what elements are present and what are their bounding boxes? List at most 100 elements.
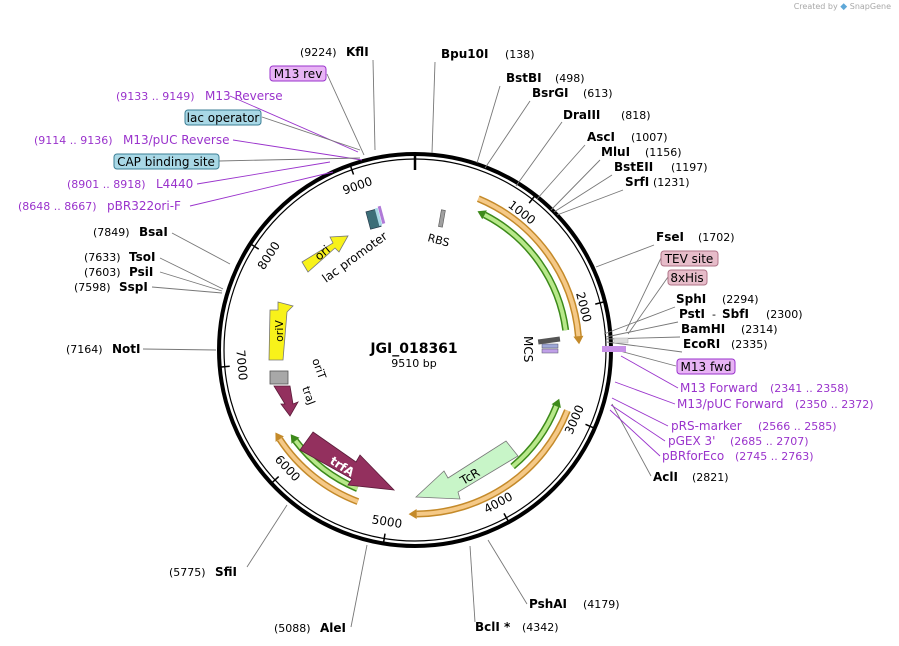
site-bsrgi[interactable]: BsrGI (613) [532,86,613,100]
box-m13-rev[interactable]: M13 rev [269,65,327,82]
primer-m13-forward[interactable]: M13 Forward (2341 .. 2358) [680,381,849,395]
site-ecori[interactable]: EcoRI (2335) [683,337,768,351]
primer-pgex3[interactable]: pGEX 3' (2685 .. 2707) [668,434,809,448]
site-psti-sbfi[interactable]: PstI - SbfI (2300) [679,307,803,321]
primer-m13-reverse-range: (9133 .. 9149) [116,90,195,103]
box-lac-operator[interactable]: lac operator [184,109,262,126]
MCS-label: MCS [521,336,535,362]
site-sspi-name: SspI [119,280,148,294]
tick-2000 [595,300,606,305]
orf-inner-left-head [290,434,300,444]
leader-line [515,121,563,187]
site-pshai-pos: (4179) [583,598,620,611]
primer-prs-marker[interactable]: pRS-marker (2566 .. 2585) [671,419,837,433]
site-mlui[interactable]: MluI (1156) [601,145,682,159]
site-noti-name: NotI [112,342,141,356]
site-sbfi-name: SbfI [722,307,749,321]
primer-pbr322ori-f-range: (8648 .. 8667) [18,200,97,213]
site-bamhi[interactable]: BamHI (2314) [681,322,778,336]
leader-line [625,257,662,332]
primer-m13puc-reverse-range: (9114 .. 9136) [34,134,113,147]
site-pshai[interactable]: PshAI (4179) [529,597,620,611]
MCS-m13fwd-mark [541,348,559,354]
site-fsei[interactable]: FseI (1702) [656,230,735,244]
box-8xhis[interactable]: 8xHis [667,269,708,286]
primer-pbrforeco-range: (2745 .. 2763) [735,450,814,463]
box-cap-binding-site-bg [113,153,220,170]
site-alei[interactable]: (5088) AleI [274,621,346,635]
snapgene-logo-icon: ◆ [840,2,848,12]
primer-m13puc-reverse[interactable]: (9114 .. 9136) M13/pUC Reverse [34,133,230,147]
site-sphi[interactable]: SphI (2294) [676,292,759,306]
site-bsteii[interactable]: BstEII (1197) [614,160,708,174]
oriV-arrow [268,301,294,361]
site-psii[interactable]: (7603) PsiI [84,265,153,279]
site-bsrgi-name: BsrGI [532,86,569,100]
site-bsai[interactable]: (7849) BsaI [93,225,168,239]
site-kfli-name: KflI [346,45,369,59]
primer-pgex3-range: (2685 .. 2707) [730,435,809,448]
site-mlui-name: MluI [601,145,630,159]
site-tsoi[interactable]: (7633) TsoI [84,250,155,264]
leader-line [189,171,334,207]
feature-RBS[interactable]: RBS [426,209,451,250]
site-bpu10i[interactable]: Bpu10I (138) [441,47,535,61]
orf-inner-left [293,439,359,491]
site-srfi-pos: (1231) [653,176,690,189]
tick-label-8000: 8000 [255,239,283,272]
orf-arcs [275,195,584,519]
box-cap-binding-site[interactable]: CAP binding site [113,153,220,170]
leader-line [611,403,652,477]
tick-label-9000: 9000 [341,174,374,197]
site-sfii[interactable]: (5775) SfiI [169,565,237,579]
primer-l4440-range: (8901 .. 8918) [67,178,146,191]
primer-m13puc-forward[interactable]: M13/pUC Forward (2350 .. 2372) [677,397,874,411]
leader-line [553,174,613,213]
site-bcli[interactable]: BclI * (4342) [475,620,559,634]
leader-line [159,271,223,292]
box-m13-rev-label: M13 rev [274,67,323,81]
leader-line [487,539,528,605]
site-noti[interactable]: (7164) NotI [66,342,141,356]
feature-MCS[interactable]: MCS [521,336,561,362]
orf-outer-top [477,196,581,337]
site-srfi-name: SrfI [625,175,649,189]
box-tev-site-label: TEV site [664,252,714,266]
site-asci-pos: (1007) [631,131,668,144]
feature-oriV[interactable]: oriV [268,301,294,361]
feature-oriT[interactable]: oriT [269,357,329,385]
site-bpu10i-name: Bpu10I [441,47,488,61]
brand-product: SnapGene [849,2,891,11]
leader-line [476,85,501,164]
tick-3000 [585,423,595,430]
site-bstbi[interactable]: BstBI (498) [506,71,585,85]
tick-label-6000: 6000 [272,452,303,484]
orf-outer-left-head [275,432,284,442]
box-m13-fwd[interactable]: M13 fwd [676,358,736,375]
site-bsrgi-pos: (613) [583,87,613,100]
site-sspi[interactable]: (7598) SspI [74,280,148,294]
oriT-label: oriT [309,357,329,381]
site-srfi[interactable]: SrfI (1231) [625,175,690,189]
primer-pbrforeco[interactable]: pBRforEco (2745 .. 2763) [662,449,814,463]
RBS-label: RBS [426,231,451,249]
primer-m13-reverse[interactable]: (9133 .. 9149) M13 Reverse [116,89,283,103]
site-acli[interactable]: AclI (2821) [653,470,729,484]
leader-line [610,404,666,442]
feature-traJ[interactable]: traJ [273,385,318,417]
site-kfli-pos: (9224) [300,46,337,59]
site-kfli[interactable]: (9224) KflI [300,45,369,59]
site-bstbi-pos: (498) [555,72,585,85]
tick-6000 [270,475,280,484]
site-asci[interactable]: AscI (1007) [587,130,668,144]
primer-prs-marker-name: pRS-marker [671,419,742,433]
oriT-box [269,370,289,385]
primer-l4440[interactable]: (8901 .. 8918) L4440 [67,177,193,191]
box-tev-site[interactable]: TEV site [660,250,719,267]
site-psti-dash: - [712,308,716,321]
snapgene-brand: Created by ◆ SnapGene [794,2,891,12]
site-draiii[interactable]: DraIII (818) [563,108,651,122]
orf-inner-bottom-head [551,398,561,408]
primer-pbr322ori-f[interactable]: (8648 .. 8667) pBR322ori-F [18,199,181,213]
plasmid-size: 9510 bp [391,357,436,370]
